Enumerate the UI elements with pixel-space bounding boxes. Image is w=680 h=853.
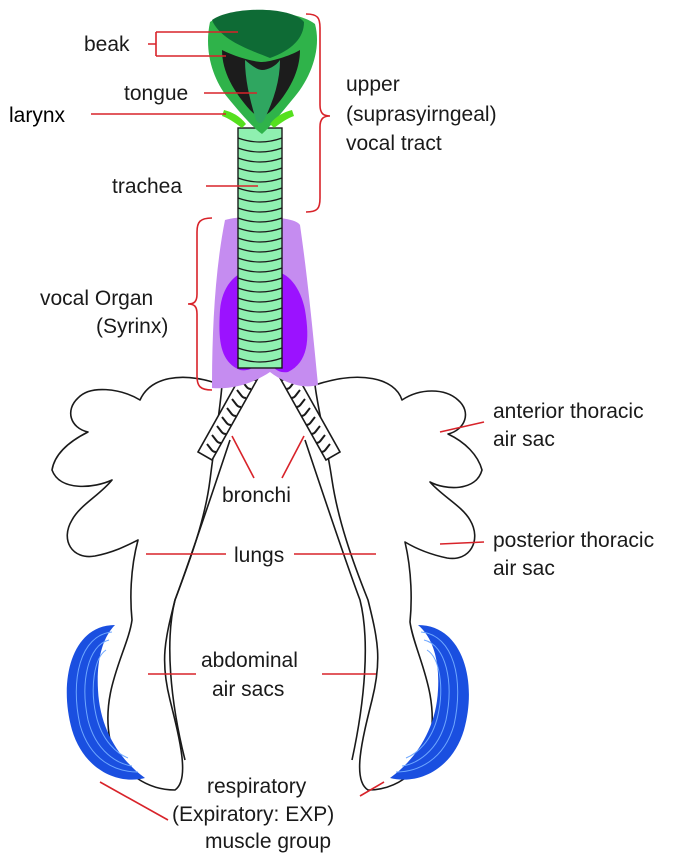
- anterior-sac-label-line2: air sac: [493, 428, 555, 451]
- abdominal-label-line1: abdominal: [201, 649, 298, 672]
- muscle-label-line2: (Expiratory: EXP): [172, 803, 334, 826]
- larynx-label: larynx: [9, 104, 66, 127]
- tongue-label: tongue: [124, 82, 188, 105]
- muscle-label-line1: respiratory: [207, 775, 307, 798]
- upper-tract-label-line3: vocal tract: [346, 132, 442, 155]
- beak-label: beak: [84, 33, 130, 56]
- trachea-tube: [238, 128, 282, 368]
- vocal-organ-label-line2: (Syrinx): [96, 315, 168, 338]
- vocal-organ-bracket: [188, 218, 212, 390]
- lungs-label: lungs: [234, 544, 284, 567]
- vocal-organ-label-line1: vocal Organ: [40, 287, 153, 310]
- bronchi-leader-right: [282, 436, 304, 478]
- posterior-sac-label-line2: air sac: [493, 557, 555, 580]
- anterior-sac-label-line1: anterior thoracic: [493, 400, 644, 423]
- muscle-label-line3: muscle group: [205, 830, 331, 853]
- bronchi-leader-left: [232, 436, 254, 478]
- trachea-label: trachea: [112, 175, 182, 198]
- posterior-sac-label-line1: posterior thoracic: [493, 529, 654, 552]
- upper-tract-label-line2: (suprasyirngeal): [346, 103, 497, 126]
- bronchi-label: bronchi: [222, 484, 291, 507]
- abdominal-label-line2: air sacs: [212, 678, 284, 701]
- upper-tract-label-line1: upper: [346, 73, 400, 96]
